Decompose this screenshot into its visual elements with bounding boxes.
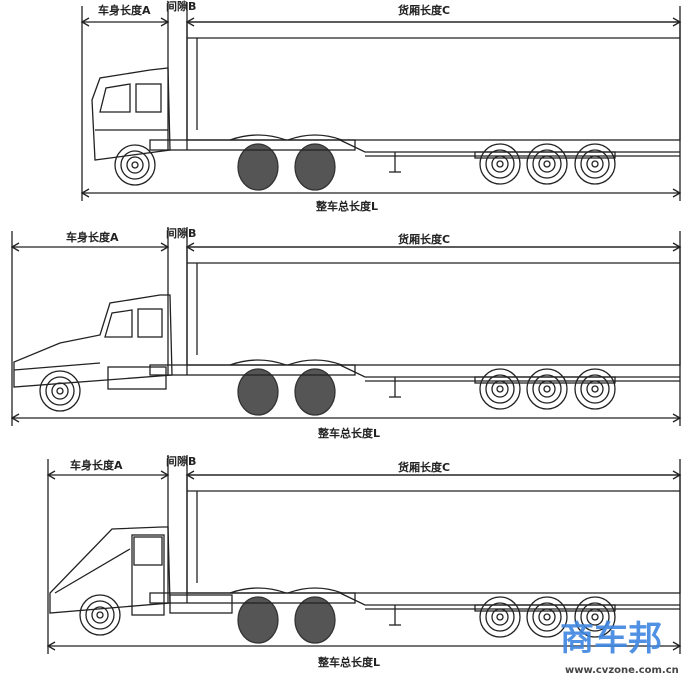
wheel xyxy=(526,143,568,185)
panel-long-nose-truck: 车身长度A 间隙B 货厢长度C 整车总长度L xyxy=(10,226,682,440)
watermark-logo: 商车邦 www.cvzone.com.cn xyxy=(560,619,679,676)
wheel-rim xyxy=(85,600,115,630)
trailer-box xyxy=(186,246,681,366)
wheel xyxy=(39,370,81,412)
wheel xyxy=(479,596,521,638)
label-cargo-length-c: 货厢长度C xyxy=(397,3,450,17)
wheel xyxy=(479,368,521,410)
wheel xyxy=(479,143,521,185)
wheel-rim xyxy=(485,374,515,404)
wheel xyxy=(526,368,568,410)
wheel-center xyxy=(591,385,599,393)
wheel-hub xyxy=(126,156,144,174)
wheel-center xyxy=(496,160,504,168)
wheel-center xyxy=(56,387,64,395)
wheel-center xyxy=(591,160,599,168)
side-window xyxy=(135,83,162,113)
wheel-rim xyxy=(120,150,150,180)
side-window xyxy=(133,536,163,566)
wheel-center xyxy=(496,385,504,393)
windshield xyxy=(104,309,133,338)
fender xyxy=(229,134,343,141)
label-total-length-l: 整车总长度L xyxy=(315,199,378,213)
fuel-tank xyxy=(169,594,233,614)
wheel-rim xyxy=(532,602,562,632)
trailer-box xyxy=(186,474,681,594)
trailer-frame xyxy=(339,364,680,378)
wheel-rim xyxy=(485,602,515,632)
wheel-rim xyxy=(45,376,75,406)
aero-nose-line xyxy=(54,548,131,594)
drive-wheel xyxy=(294,143,336,191)
watermark-url: www.cvzone.com.cn xyxy=(565,665,679,676)
wheel-center xyxy=(591,613,599,621)
label-total-length-l: 整车总长度L xyxy=(317,426,380,440)
wheel xyxy=(574,143,616,185)
wheel-rim xyxy=(580,602,610,632)
trailer-frame xyxy=(339,592,680,606)
wheel xyxy=(574,596,616,638)
wheel xyxy=(526,596,568,638)
hood-line xyxy=(13,362,101,371)
wheel xyxy=(574,368,616,410)
label-gap-b: 间隙B xyxy=(166,454,196,468)
label-cargo-length-c: 货厢长度C xyxy=(397,460,450,474)
wheel-center xyxy=(496,613,504,621)
wheel-center xyxy=(96,611,104,619)
wheel-center xyxy=(543,385,551,393)
wheel-rim xyxy=(532,374,562,404)
wheel xyxy=(79,594,121,636)
drive-wheel xyxy=(294,596,336,644)
cab-body xyxy=(49,526,171,614)
wheel-rim xyxy=(580,149,610,179)
drive-wheel xyxy=(294,368,336,416)
side-window xyxy=(137,308,163,338)
cab-body xyxy=(91,67,171,161)
drive-wheel xyxy=(237,143,279,191)
fuel-tank xyxy=(107,366,167,390)
label-gap-b: 间隙B xyxy=(166,226,196,240)
label-total-length-l: 整车总长度L xyxy=(317,655,380,669)
wheel-center xyxy=(543,613,551,621)
trailer-box xyxy=(186,21,681,141)
wheel-center xyxy=(131,161,139,169)
watermark-name: 商车邦 xyxy=(560,619,662,659)
wheel xyxy=(114,144,156,186)
drive-wheel xyxy=(237,596,279,644)
fender xyxy=(229,587,343,594)
panel-cab-over-truck: 车身长度A 间隙B 货厢长度C 整车总长度L xyxy=(80,0,682,213)
wheel-rim xyxy=(485,149,515,179)
wheel-rim xyxy=(580,374,610,404)
drive-wheel xyxy=(237,368,279,416)
label-gap-b: 间隙B xyxy=(166,0,196,13)
trailer-frame xyxy=(339,139,680,153)
fender xyxy=(229,359,343,366)
windshield xyxy=(99,83,131,113)
panel-aero-nose-truck: 车身长度A 间隙B 货厢长度C 整车总长度L xyxy=(46,454,682,669)
label-body-length-a: 车身长度A xyxy=(66,230,119,244)
label-cargo-length-c: 货厢长度C xyxy=(397,232,450,246)
label-body-length-a: 车身长度A xyxy=(70,458,123,472)
cab-door xyxy=(131,534,165,616)
wheel-center xyxy=(543,160,551,168)
wheel-rim xyxy=(532,149,562,179)
wheel-hub xyxy=(91,606,109,624)
label-body-length-a: 车身长度A xyxy=(98,3,151,17)
wheel-hub xyxy=(51,382,69,400)
cab-body xyxy=(13,294,173,388)
